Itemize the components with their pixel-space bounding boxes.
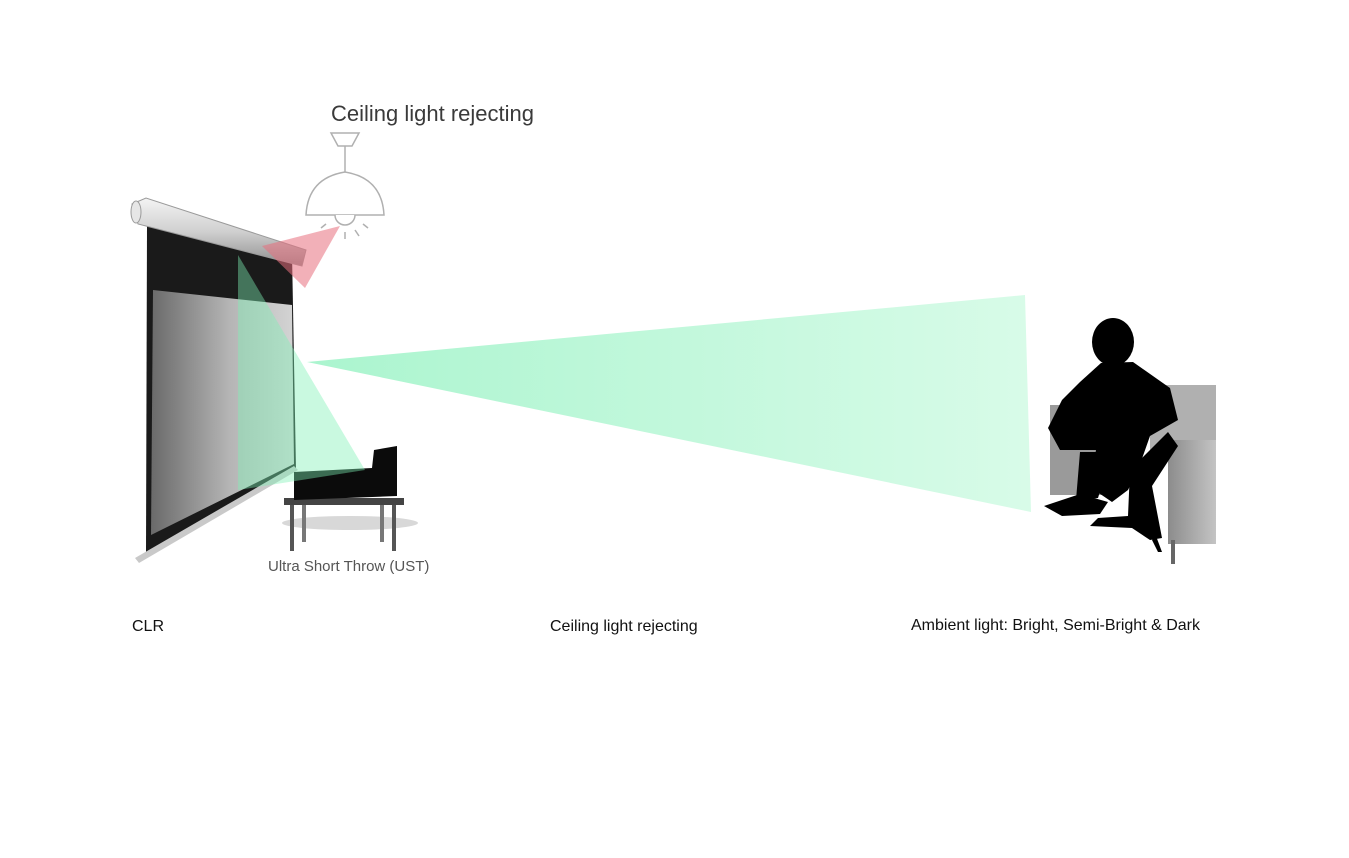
caption-feature: Ceiling light rejecting: [550, 618, 698, 635]
caption-ambient-light: Ambient light: Bright, Semi-Bright & Dar…: [911, 617, 1200, 634]
diagram-title: Ceiling light rejecting: [331, 101, 534, 126]
projection-screen-icon: [130, 197, 307, 563]
rejected-light-cone: [262, 226, 340, 288]
ust-projection-beam: [238, 255, 365, 490]
ust-projector-icon: [282, 446, 418, 551]
caption-screen-type: CLR: [132, 618, 165, 635]
projector-label: Ultra Short Throw (UST): [268, 558, 430, 575]
ceiling-lamp-icon: [305, 132, 385, 239]
reflected-light-beam: [307, 295, 1031, 512]
seated-viewer-icon: [1044, 318, 1178, 552]
